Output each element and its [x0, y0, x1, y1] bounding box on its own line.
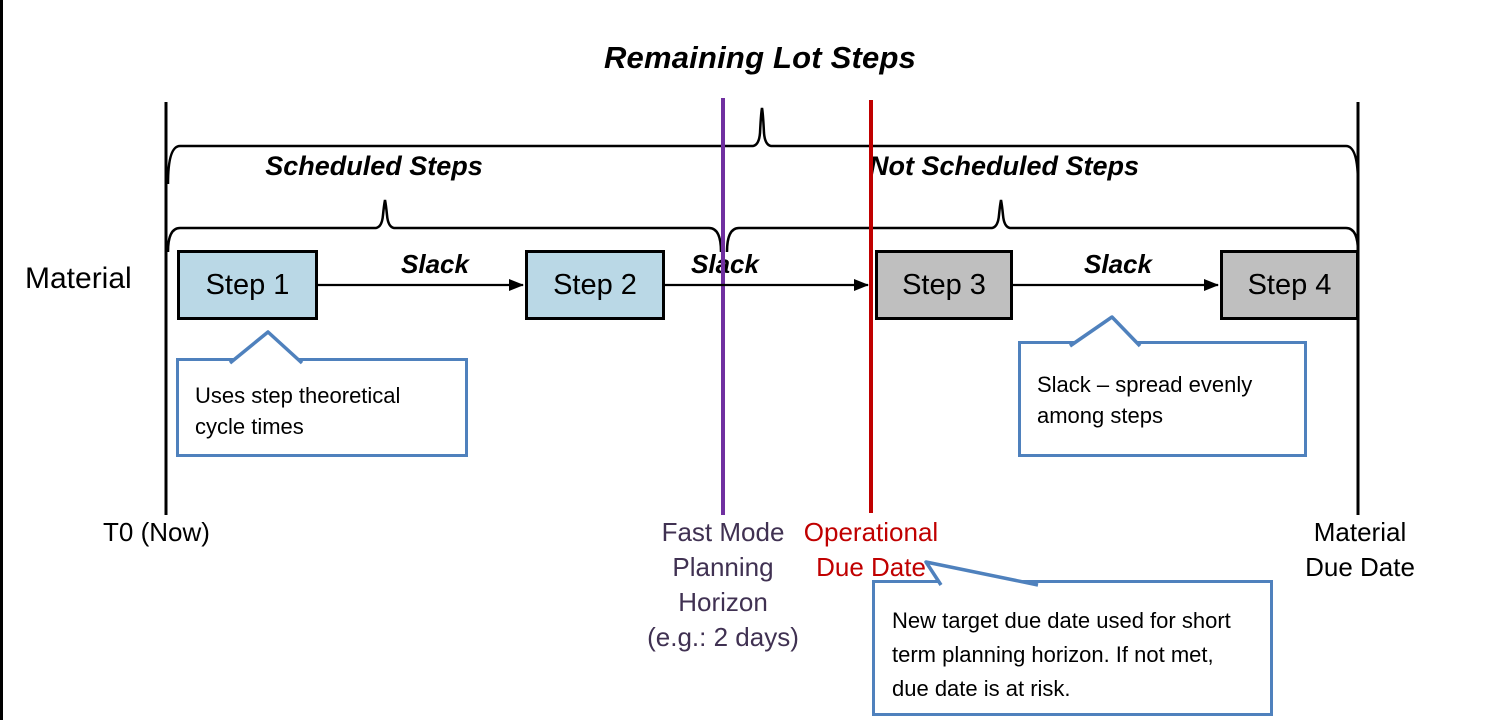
slack-label-3: Slack	[1084, 249, 1152, 279]
scheduled-steps-brace	[166, 199, 723, 253]
fast-mode-line-3: Horizon	[678, 587, 768, 617]
fast-mode-line-4: (e.g.: 2 days)	[647, 622, 799, 652]
operational-line-2: Due Date	[816, 552, 926, 582]
fast-mode-horizon-label: Fast Mode Planning Horizon (e.g.: 2 days…	[623, 515, 823, 655]
callout-theoretical-cycle-times-text: Uses step theoretical cycle times	[195, 383, 401, 439]
step-3-label: Step 3	[902, 268, 986, 301]
left-frame-border	[0, 0, 3, 720]
callout-slack-spread: Slack – spread evenly among steps	[1018, 341, 1307, 457]
callout-new-target-due-date-text: New target due date used for short term …	[892, 608, 1231, 701]
fast-mode-line-1: Fast Mode	[661, 517, 785, 547]
material-due-date-label: Material Due Date	[1260, 515, 1460, 585]
fast-mode-line-2: Planning	[672, 552, 774, 582]
step-1-box: Step 1	[177, 250, 318, 320]
material-row-label: Material	[25, 262, 132, 295]
step-1-label: Step 1	[205, 268, 290, 301]
callout-theoretical-cycle-times: Uses step theoretical cycle times	[176, 358, 468, 457]
diagram-title: Remaining Lot Steps	[603, 40, 917, 75]
step-4-box: Step 4	[1220, 250, 1359, 320]
scheduled-steps-label: Scheduled Steps	[265, 151, 483, 181]
material-due-line-1: Material	[1313, 517, 1407, 547]
step-2-box: Step 2	[525, 250, 665, 320]
slack-label-1: Slack	[401, 249, 469, 279]
callout-slack-spread-text: Slack – spread evenly among steps	[1037, 372, 1253, 428]
step-2-label: Step 2	[553, 268, 637, 301]
step-3-box: Step 3	[875, 250, 1013, 320]
operational-due-date-label: Operational Due Date	[771, 515, 971, 585]
slack-label-2: Slack	[691, 249, 759, 279]
operational-line-1: Operational	[803, 517, 939, 547]
not-scheduled-steps-brace	[725, 199, 1360, 253]
not-scheduled-steps-label: Not Scheduled Steps	[868, 151, 1140, 181]
material-due-line-2: Due Date	[1305, 552, 1415, 582]
t0-now-label: T0 (Now)	[103, 517, 210, 547]
callout-new-target-due-date: New target due date used for short term …	[872, 580, 1273, 716]
step-4-label: Step 4	[1247, 268, 1332, 301]
